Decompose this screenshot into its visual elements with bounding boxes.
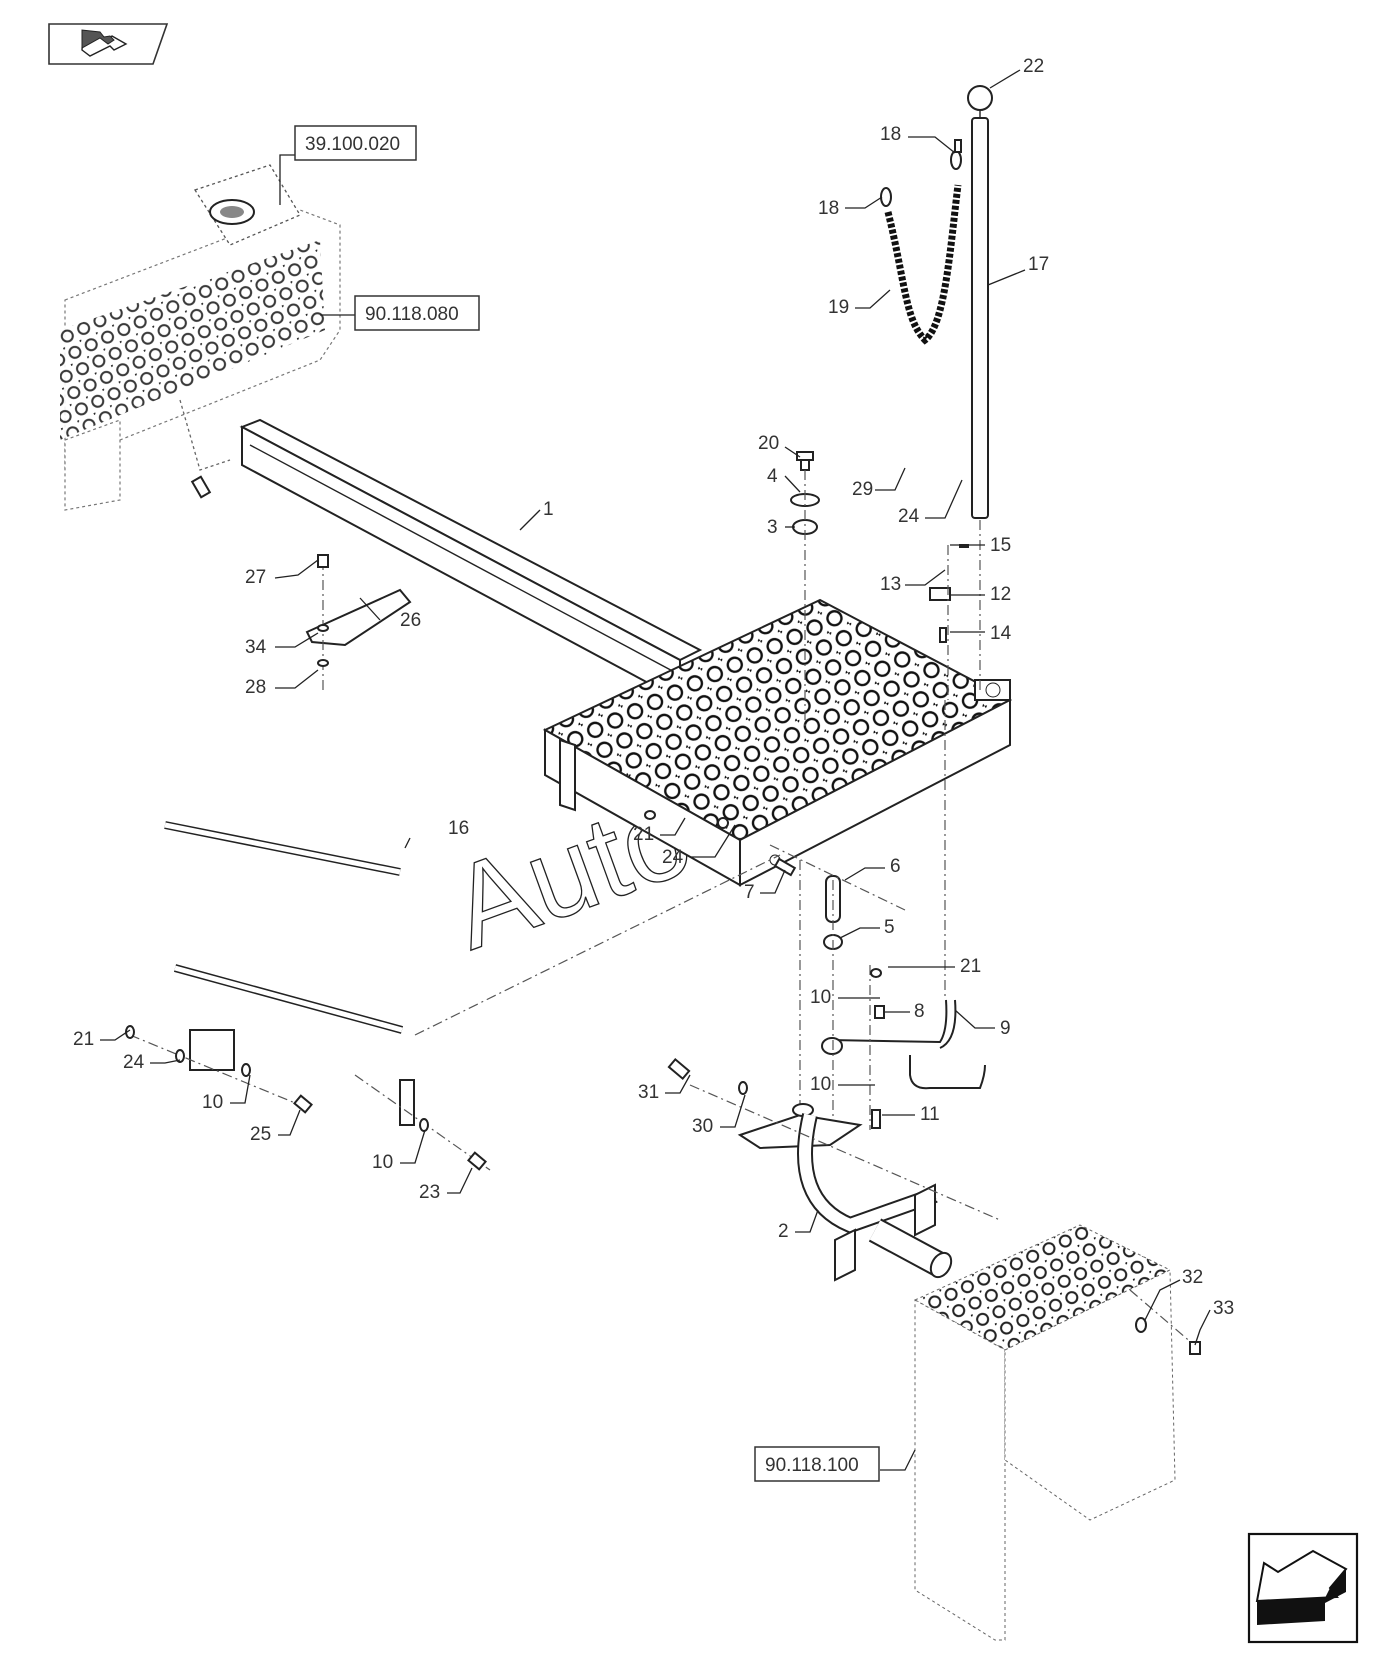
callout-33: 33 (1213, 1298, 1234, 1319)
callout-23: 23 (419, 1182, 440, 1203)
callout-34: 34 (245, 637, 267, 658)
callout-4: 4 (767, 466, 778, 487)
callout-leaders (100, 69, 1211, 1346)
callout-24: 24 (662, 847, 684, 868)
reference-link-90-118-100[interactable]: 90.118.100 (754, 1446, 916, 1482)
step-reference-part (913, 1224, 1176, 1641)
bolt-part-20 (796, 451, 814, 471)
callout-15: 15 (990, 535, 1011, 556)
callout-8: 8 (914, 1001, 925, 1022)
callout-25: 25 (250, 1124, 271, 1145)
next-page-button[interactable] (1247, 1532, 1359, 1644)
beam-part-1 (239, 418, 703, 702)
callout-2: 2 (778, 1221, 789, 1242)
arrow-back-icon (81, 29, 128, 57)
svg-text:39.100.020: 39.100.020 (305, 134, 400, 155)
reference-link-39-100-020[interactable]: 39.100.020 (279, 125, 417, 205)
callout-21: 21 (73, 1029, 94, 1050)
callout-3: 3 (767, 517, 778, 538)
callout-22: 22 (1023, 56, 1044, 77)
reference-link-90-118-080[interactable]: 90.118.080 (320, 295, 480, 331)
callout-24: 24 (123, 1052, 145, 1073)
hardware-parts (125, 139, 1201, 1355)
callout-20: 20 (758, 433, 779, 454)
hanger-part-2 (737, 1103, 953, 1282)
callout-5: 5 (884, 917, 895, 938)
callout-21: 21 (960, 956, 981, 977)
callout-24: 24 (898, 506, 920, 527)
callout-12: 12 (990, 584, 1011, 605)
callout-30: 30 (692, 1116, 713, 1137)
callout-16: 16 (448, 818, 469, 839)
callout-19: 19 (828, 297, 849, 318)
callout-10: 10 (372, 1152, 393, 1173)
chain-part-19 (880, 150, 962, 345)
callout-17: 17 (1028, 254, 1049, 275)
callout-1: 1 (543, 499, 554, 520)
pole-part-17 (967, 85, 993, 519)
callout-32: 32 (1182, 1267, 1203, 1288)
callout-18: 18 (880, 124, 901, 145)
svg-text:90.118.100: 90.118.100 (765, 1455, 859, 1476)
platform-part (542, 598, 1013, 887)
chassis-reference-part (60, 164, 341, 511)
callout-11: 11 (920, 1104, 940, 1125)
callout-31: 31 (638, 1082, 659, 1103)
arm-part-9 (821, 999, 986, 1090)
callout-labels: 22 18 18 17 19 20 4 3 29 24 15 13 12 14 … (73, 56, 1234, 1319)
callout-14: 14 (990, 623, 1012, 644)
callout-6: 6 (890, 856, 901, 877)
callout-26: 26 (400, 610, 421, 631)
callout-28: 28 (245, 677, 266, 698)
callout-10: 10 (810, 1074, 831, 1095)
callout-18: 18 (818, 198, 839, 219)
callout-10: 10 (202, 1092, 223, 1113)
callout-29: 29 (852, 479, 873, 500)
gate-part-16 (148, 690, 417, 1126)
svg-text:90.118.080: 90.118.080 (365, 304, 459, 325)
latch-part-12 (929, 587, 951, 601)
callout-27: 27 (245, 567, 266, 588)
callout-21: 21 (633, 824, 654, 845)
previous-page-button[interactable] (48, 23, 169, 65)
callout-9: 9 (1000, 1018, 1011, 1039)
callout-7: 7 (744, 882, 755, 903)
callout-10: 10 (810, 987, 831, 1008)
callout-13: 13 (880, 574, 901, 595)
arrow-forward-icon (1255, 1549, 1348, 1625)
